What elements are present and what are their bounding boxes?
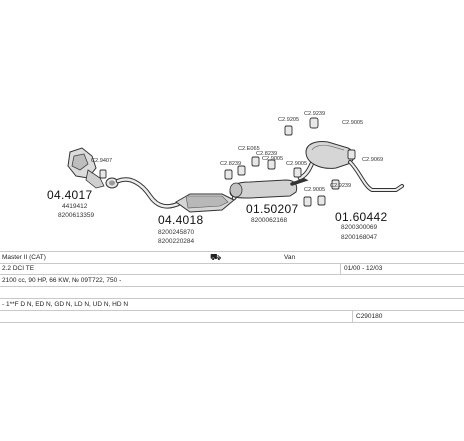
exhaust-system-diagram <box>67 117 404 213</box>
table-row: C290180 <box>0 311 464 323</box>
clip-label: C2.9239 <box>330 183 352 189</box>
middle-silencer-part <box>229 176 309 199</box>
tail-pipe-part <box>348 160 404 192</box>
part-ref: 8200245870 <box>158 229 195 236</box>
engine-specification: 2100 cc, 90 HP, 66 KW, № 09T722, 750 - <box>2 277 122 284</box>
part-number-04-4018: 04.4018 <box>158 213 204 227</box>
part-number-01-50207: 01.50207 <box>246 202 299 216</box>
clip-label: C2.9205 <box>278 117 300 123</box>
clip-label: C2.8239 <box>256 151 278 157</box>
van-icon: ⛟ <box>210 252 222 262</box>
table-row: - 1**F D N, ED N, GD N, LD N, UD N, HD N <box>0 299 464 311</box>
production-years: 01/00 - 12/03 <box>344 265 383 272</box>
part-number-01-60442: 01.60442 <box>335 210 388 224</box>
part-ref: 8200062168 <box>251 217 288 224</box>
catalytic-converter-part <box>175 193 235 213</box>
clip-label: C2.9407 <box>91 158 113 164</box>
body-type: Van <box>284 254 296 261</box>
clip-label: C2.9069 <box>362 157 384 163</box>
table-row: Master II (CAT) ⛟ Van <box>0 251 464 264</box>
engine-designation: 2.2 DCI TE <box>2 265 35 272</box>
clip-label: C2.E065 <box>238 146 260 152</box>
table-row <box>0 287 464 299</box>
table-divider <box>352 311 353 323</box>
rear-silencer-part <box>305 141 355 169</box>
manifold-catalyst-part <box>67 147 105 189</box>
clip-label: C2.9239 <box>304 111 326 117</box>
table-divider <box>340 263 341 275</box>
engine-codes: - 1**F D N, ED N, GD N, LD N, UD N, HD N <box>2 301 129 308</box>
part-ref: 4419412 <box>62 203 88 210</box>
catalog-code: C290180 <box>356 313 383 320</box>
table-row: 2.2 DCI TE 01/00 - 12/03 <box>0 263 464 275</box>
part-number-04-4017: 04.4017 <box>47 188 93 202</box>
clip-label: C2.9005 <box>286 161 308 167</box>
flange-joint-part <box>105 177 119 189</box>
part-ref: 8200168047 <box>341 234 378 241</box>
part-ref: 8200300069 <box>341 224 378 231</box>
clip-label: C2.9005 <box>262 156 284 162</box>
clip-label: C2.9005 <box>304 187 326 193</box>
part-ref: 8200220284 <box>158 238 195 245</box>
clip-label: C2.8239 <box>220 161 242 167</box>
model-name: Master II (CAT) <box>2 254 46 261</box>
clip-label: C2.9005 <box>342 120 364 126</box>
table-row: 2100 cc, 90 HP, 66 KW, № 09T722, 750 - <box>0 275 464 287</box>
part-ref: 8200613359 <box>58 212 95 219</box>
mounting-clips <box>99 117 356 207</box>
